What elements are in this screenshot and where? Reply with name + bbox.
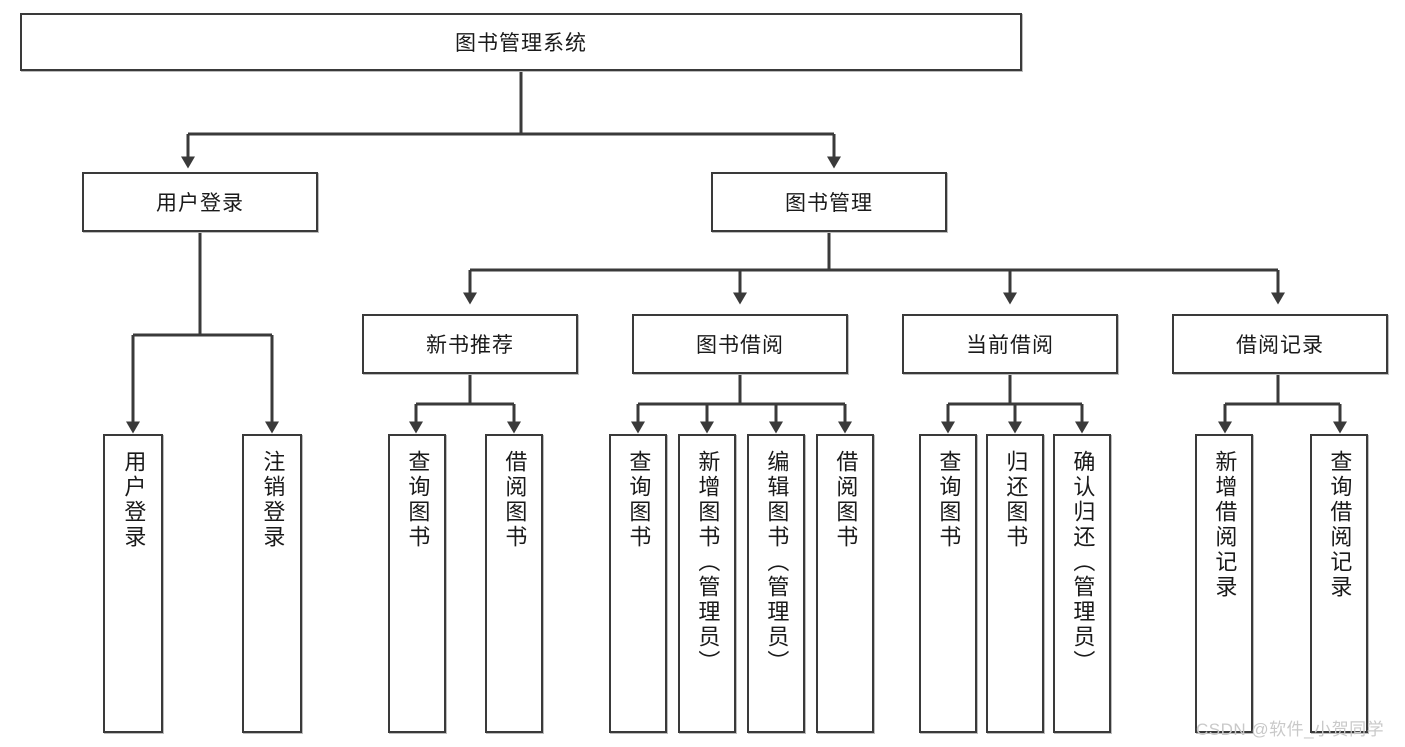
leaf-label: 借阅图书	[833, 450, 859, 550]
leaf-label: 归还图书	[1003, 450, 1029, 550]
leaf-label: 查询图书	[405, 450, 431, 550]
watermark-text: CSDN @软件_小贺同学	[1196, 720, 1385, 739]
node-borrow-record[interactable]: 借阅记录	[1172, 314, 1388, 374]
leaf-label: 编辑图书（管理员）	[764, 450, 790, 675]
leaf-label: 确认归还（管理员）	[1070, 450, 1096, 675]
leaf-label: 借阅图书	[502, 450, 528, 550]
node-user-login-label: 用户登录	[156, 192, 244, 215]
leaf-label: 注销登录	[260, 450, 286, 550]
leaf-current-confirm-return[interactable]: 确认归还（管理员）	[1053, 434, 1111, 733]
leaf-new-book-query[interactable]: 查询图书	[388, 434, 446, 733]
node-new-book-recommend[interactable]: 新书推荐	[362, 314, 578, 374]
leaf-label: 用户登录	[121, 450, 147, 550]
node-book-borrow[interactable]: 图书借阅	[632, 314, 848, 374]
leaf-label: 查询图书	[936, 450, 962, 550]
leaf-borrow-query[interactable]: 查询图书	[609, 434, 667, 733]
node-book-management-label: 图书管理	[785, 192, 873, 215]
node-new-book-recommend-label: 新书推荐	[426, 334, 514, 357]
leaf-record-query[interactable]: 查询借阅记录	[1310, 434, 1368, 733]
leaf-borrow-edit[interactable]: 编辑图书（管理员）	[747, 434, 805, 733]
node-current-borrow-label: 当前借阅	[966, 334, 1054, 357]
leaf-user-login-login[interactable]: 用户登录	[103, 434, 163, 733]
node-root[interactable]: 图书管理系统	[20, 13, 1022, 71]
leaf-record-add[interactable]: 新增借阅记录	[1195, 434, 1253, 733]
leaf-user-login-logout[interactable]: 注销登录	[242, 434, 302, 733]
leaf-current-query[interactable]: 查询图书	[919, 434, 977, 733]
node-user-login[interactable]: 用户登录	[82, 172, 318, 232]
leaf-borrow-borrow[interactable]: 借阅图书	[816, 434, 874, 733]
node-current-borrow[interactable]: 当前借阅	[902, 314, 1118, 374]
node-book-borrow-label: 图书借阅	[696, 334, 784, 357]
leaf-label: 新增图书（管理员）	[695, 450, 721, 675]
leaf-borrow-add[interactable]: 新增图书（管理员）	[678, 434, 736, 733]
leaf-label: 新增借阅记录	[1212, 450, 1238, 600]
node-borrow-record-label: 借阅记录	[1236, 334, 1324, 357]
node-root-label: 图书管理系统	[455, 32, 587, 55]
node-book-management[interactable]: 图书管理	[711, 172, 947, 232]
leaf-current-return[interactable]: 归还图书	[986, 434, 1044, 733]
leaf-label: 查询借阅记录	[1327, 450, 1353, 600]
leaf-new-book-borrow[interactable]: 借阅图书	[485, 434, 543, 733]
leaf-label: 查询图书	[626, 450, 652, 550]
